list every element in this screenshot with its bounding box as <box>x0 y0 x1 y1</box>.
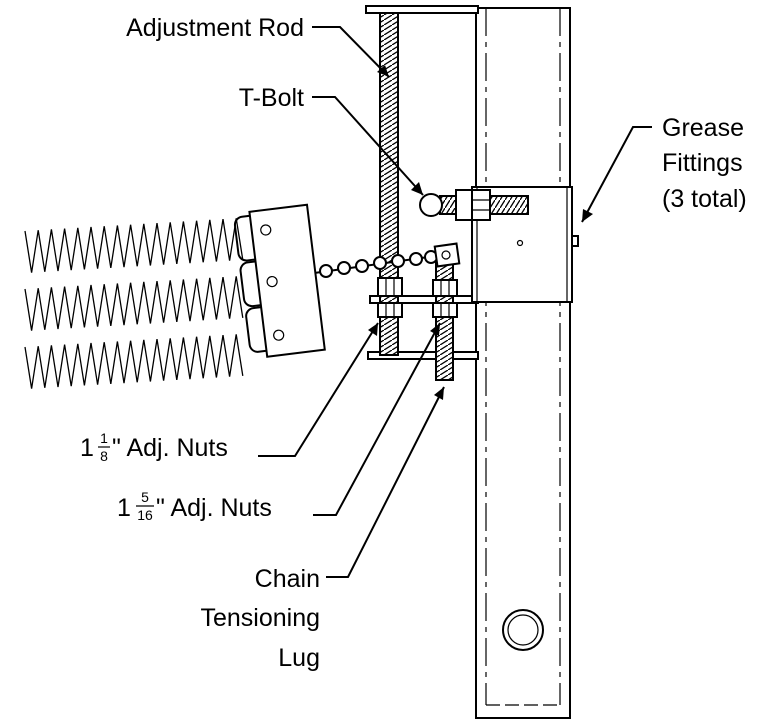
label-nuts-small-text: " Adj. Nuts <box>112 434 228 462</box>
label-grease-line2: Fittings <box>662 149 743 177</box>
labels: Adjustment Rod T-Bolt Grease Fittings (3… <box>80 14 747 672</box>
label-nuts-small-den: 8 <box>100 448 108 464</box>
label-t-bolt: T-Bolt <box>239 84 304 112</box>
label-nuts-large-den: 16 <box>137 507 153 523</box>
vertical-post <box>475 7 571 719</box>
t-bolt-head <box>419 193 443 217</box>
label-nuts-large-whole: 1 <box>117 494 131 522</box>
label-adjustment-rod: Adjustment Rod <box>126 14 304 42</box>
springs <box>24 218 244 389</box>
label-grease-line3: (3 total) <box>662 185 747 213</box>
label-nuts-large-text: " Adj. Nuts <box>156 494 272 522</box>
spring-coil-2 <box>24 276 244 331</box>
post-hole-outer <box>502 609 544 651</box>
chain-anchor-block <box>433 242 461 268</box>
label-nuts-large-num: 5 <box>141 489 149 505</box>
label-chain-line1: Chain <box>255 565 320 593</box>
t-bolt <box>419 189 529 221</box>
leader-lines <box>258 26 652 578</box>
label-nuts-small-num: 1 <box>100 430 108 446</box>
spring-coil-3 <box>24 334 244 389</box>
adjustment-nuts <box>377 277 458 318</box>
grease-fitting <box>571 235 579 247</box>
label-nuts-small-whole: 1 <box>80 434 94 462</box>
brush-plate <box>233 203 326 358</box>
label-chain-line3: Lug <box>278 644 320 672</box>
post-hole-inner <box>507 614 539 646</box>
label-grease-line1: Grease <box>662 114 744 142</box>
adjustment-rod <box>379 12 399 356</box>
spring-coil-1 <box>24 218 244 273</box>
label-chain-line2: Tensioning <box>200 604 320 632</box>
